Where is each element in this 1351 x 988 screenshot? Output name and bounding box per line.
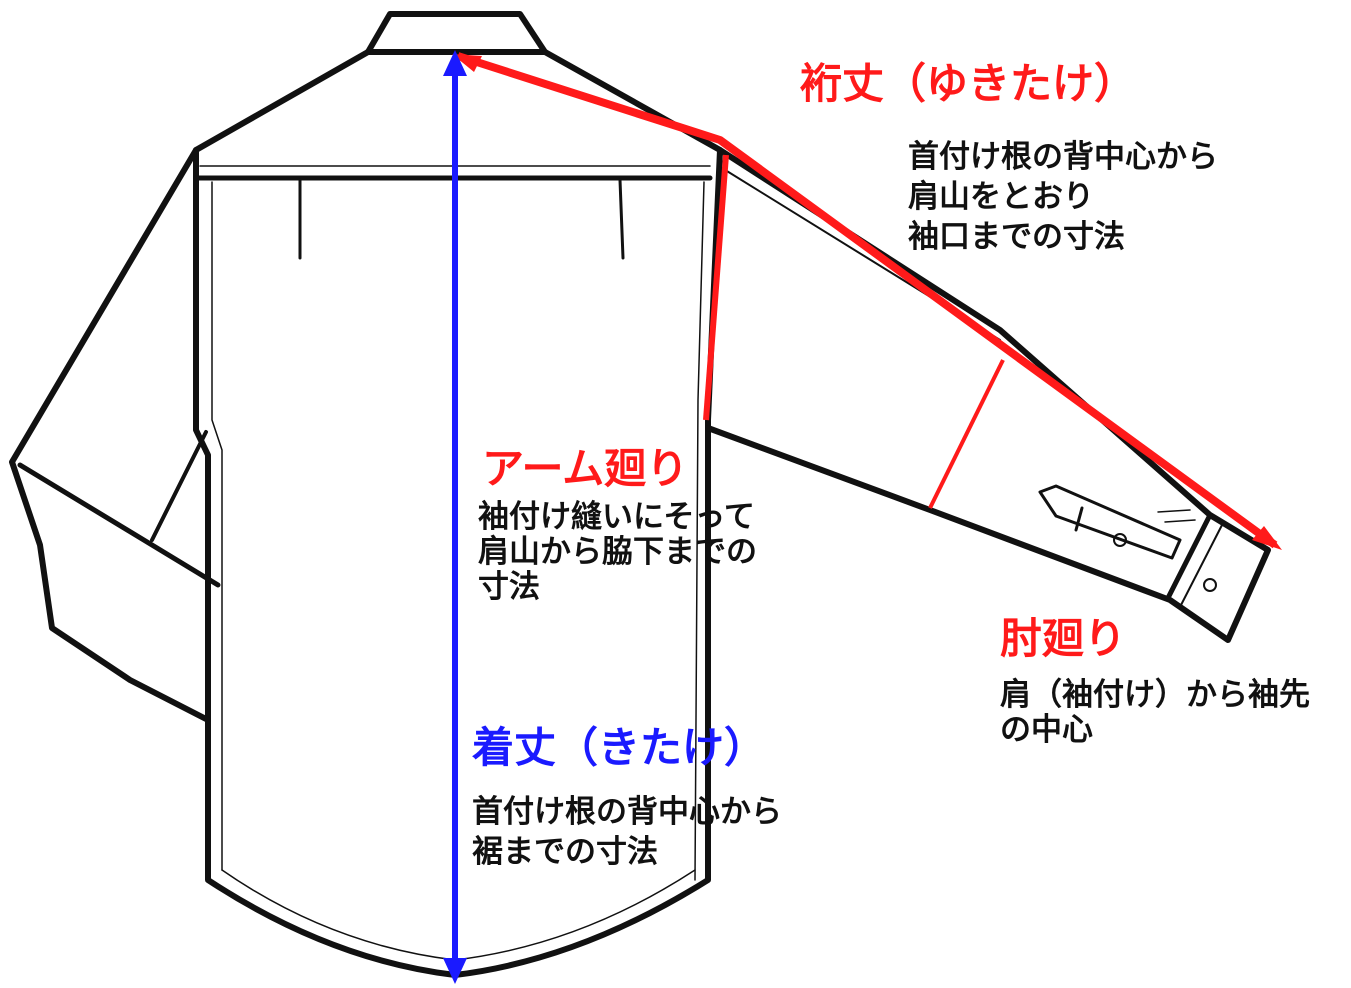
yukitake-desc-line-2: 肩山をとおり: [908, 179, 1094, 215]
sleeve-pleat-2: [1164, 519, 1196, 523]
hem-stitch: [221, 869, 696, 961]
elbow-title: 肘廻り: [1000, 614, 1127, 663]
left-sleeve-outline: [9, 147, 211, 723]
sleeve-placket: [1038, 484, 1182, 560]
right-cuff-edge: [1165, 512, 1213, 601]
pleat-right: [618, 178, 625, 260]
arm-title: アーム廻り: [482, 444, 689, 493]
elbow-measure-line: [928, 359, 1005, 509]
cuff-button: [1203, 578, 1217, 592]
kitake-desc-line-2: 裾までの寸法: [472, 834, 658, 870]
right-cuff-inner: [1179, 524, 1223, 608]
yukitake-arrowhead-end: [1252, 526, 1282, 550]
yukitake-desc-line-1: 首付け根の背中心から: [908, 139, 1218, 175]
arm-desc-line-3: 寸法: [478, 569, 540, 605]
elbow-desc-line-1: 肩（袖付け）から袖先: [1000, 677, 1310, 713]
kitake-arrowhead-top: [443, 50, 467, 76]
placket-seam: [1074, 506, 1084, 532]
yukitake-arrowhead-start: [452, 54, 482, 72]
yukitake-title: 裄丈（ゆきたけ）: [800, 59, 1137, 108]
kitake-title: 着丈（きたけ）: [472, 723, 767, 772]
collar-outline: [365, 11, 548, 55]
armhole-measure-line: [703, 154, 729, 421]
kitake-arrowhead-bottom: [443, 958, 467, 984]
left-cuff-line: [17, 462, 221, 588]
arm-desc-line-1: 袖付け縫いにそって: [478, 499, 755, 535]
placket-button: [1113, 533, 1127, 547]
side-stitch-right: [694, 181, 705, 881]
kitake-desc-line-1: 首付け根の背中心から: [472, 794, 782, 830]
elbow-desc-line-2: の中心: [1000, 712, 1093, 748]
yukitake-measure-line: [456, 52, 1278, 549]
right-sleeve-outline: [705, 147, 1271, 643]
side-stitch-left: [211, 181, 223, 871]
left-sleeve-fold: [150, 430, 208, 542]
yukitake-desc-line-3: 袖口までの寸法: [908, 219, 1125, 255]
sleeve-pleat-1: [1157, 509, 1191, 513]
arm-desc-line-2: 肩山から脇下までの: [478, 534, 757, 570]
